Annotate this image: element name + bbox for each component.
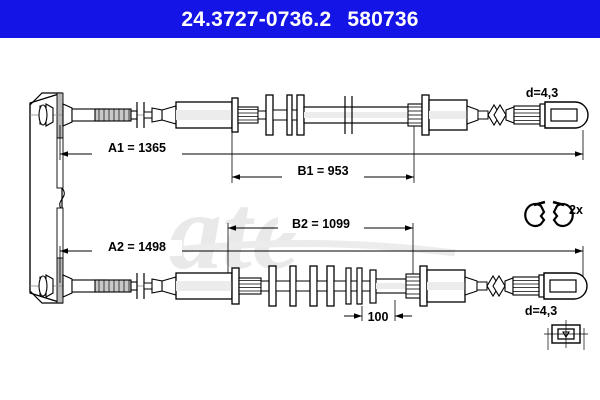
dimension-a2: A2 = 1498 [59,240,584,283]
b1-label: B1 = 953 [297,164,348,178]
retainer-clip-symbol [544,320,588,350]
upper-diameter-label: d=4,3 [526,86,558,100]
lower-diameter-label: d=4,3 [525,304,557,318]
dimension-b1: B1 = 953 [231,126,415,183]
dimension-b2: B2 = 1099 [227,217,414,281]
a1-label: A1 = 1365 [108,141,166,155]
upper-brake-cable [30,94,589,136]
b2-label: B2 = 1099 [292,217,350,231]
reference-number-label: 580736 [347,7,419,31]
a2-label: A2 = 1498 [108,240,166,254]
title-bar: 24.3727-0736.2 580736 [0,0,600,38]
dimension-sleeve-100: 100 [344,300,412,324]
sleeve-length-label: 100 [368,310,389,324]
technical-drawing-canvas: ate [0,38,600,400]
circlip-pair-symbol: 2x [524,200,583,228]
dimension-a1: A1 = 1365 [59,125,584,160]
lower-brake-cable [30,265,588,307]
clip-quantity-label: 2x [569,203,583,217]
part-number-label: 24.3727-0736.2 [181,7,332,31]
